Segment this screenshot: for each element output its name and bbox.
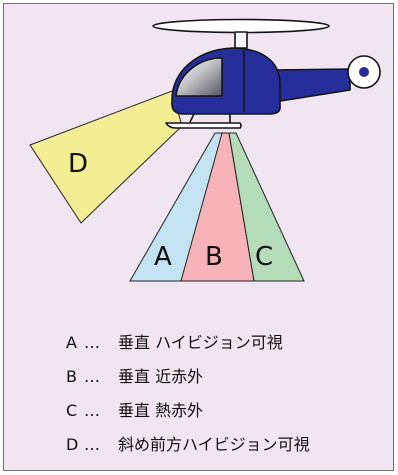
legend-separator: … <box>84 435 101 454</box>
legend-letter: B <box>66 367 77 386</box>
beam-c-label: C <box>255 242 273 272</box>
legend-separator: … <box>84 367 101 386</box>
landing-skid <box>165 122 242 129</box>
legend-description: 垂直 ハイビジョン可視 <box>118 333 283 352</box>
legend-description: 垂直 熱赤外 <box>118 401 204 420</box>
legend-letter: D <box>66 435 79 454</box>
legend: A … 垂直 ハイビジョン可視 B … 垂直 近赤外 C … 垂直 熱赤外 D … <box>66 332 310 468</box>
rotor-mast <box>234 31 248 49</box>
legend-separator: … <box>84 333 101 352</box>
main-rotor <box>152 18 330 34</box>
beam-a-label: A <box>154 242 172 272</box>
legend-item-a: A … 垂直 ハイビジョン可視 <box>66 332 310 366</box>
beam-d-oblique-forward <box>29 90 183 224</box>
legend-item-b: B … 垂直 近赤外 <box>66 366 310 400</box>
cockpit-window <box>175 57 223 97</box>
legend-item-d: D … 斜め前方ハイビジョン可視 <box>66 434 310 468</box>
helicopter-sensor-diagram: D A B C <box>29 18 381 282</box>
legend-item-c: C … 垂直 熱赤外 <box>66 400 310 434</box>
diagram-panel: D A B C A … <box>3 3 394 471</box>
legend-letter: C <box>66 401 78 420</box>
beam-d-label: D <box>68 149 88 179</box>
legend-description: 斜め前方ハイビジョン可視 <box>118 435 310 454</box>
tail-rotor-hub <box>359 67 369 77</box>
legend-separator: … <box>84 401 101 420</box>
helicopter <box>152 18 381 129</box>
tail-boom <box>271 68 351 103</box>
legend-letter: A <box>66 333 77 352</box>
beam-c-vertical-thermal-infrared <box>228 132 305 282</box>
legend-description: 垂直 近赤外 <box>118 367 204 386</box>
beam-b-label: B <box>205 242 223 272</box>
